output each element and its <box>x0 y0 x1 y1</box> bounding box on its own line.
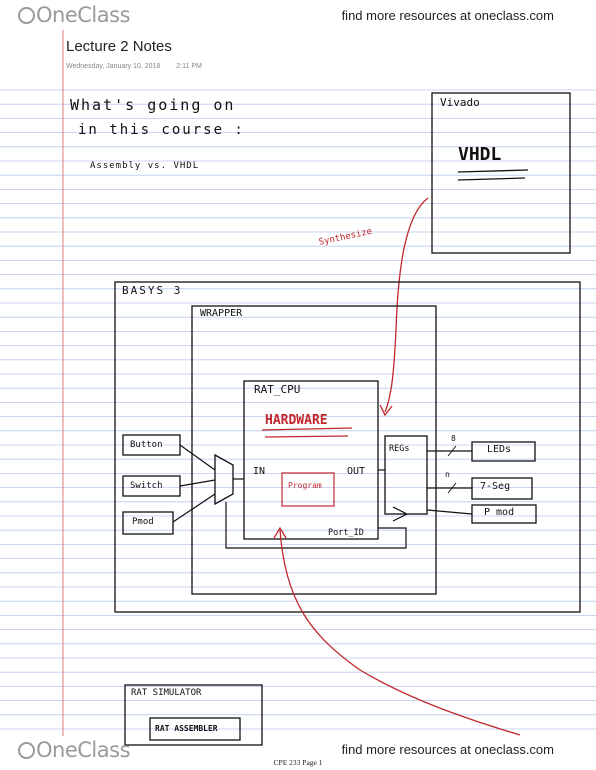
simulator-arrow <box>279 529 521 736</box>
port-id-wire <box>225 502 407 549</box>
button-wire <box>179 444 216 471</box>
out-label: OUT <box>347 466 366 477</box>
pmod-right-label: P mod <box>484 507 515 518</box>
switch-label: Switch <box>130 481 163 491</box>
pmod-left-label: Pmod <box>132 517 154 527</box>
vivado-box <box>431 92 571 254</box>
bus-width-n: n <box>445 470 450 479</box>
vhdl-label: VHDL <box>458 144 502 165</box>
oneclass-logo[interactable]: OneClass <box>18 3 131 27</box>
handwriting-line-1: What's going on <box>70 96 236 114</box>
handwriting-line-2: in this course : <box>78 122 245 138</box>
vivado-label: Vivado <box>440 96 480 109</box>
pmod-left-box <box>122 511 174 535</box>
simulator-arrowhead <box>273 526 287 539</box>
find-resources-link[interactable]: find more resources at oneclass.com <box>341 8 554 23</box>
page-title: Lecture 2 Notes <box>66 38 172 55</box>
synthesize-arrow <box>384 197 429 413</box>
rat-cpu-label: RAT_CPU <box>254 383 301 396</box>
synthesize-arrowhead <box>379 404 393 417</box>
bus-slash-1 <box>447 445 457 457</box>
note-date: Wednesday, January 10, 2018 <box>66 63 161 70</box>
footer-logo-text: OneClass <box>36 738 131 762</box>
pmod-wire <box>172 493 216 523</box>
vhdl-underline <box>457 169 529 173</box>
rat-simulator-box <box>124 684 263 746</box>
header-bar: OneClass find more resources at oneclass… <box>0 0 596 30</box>
seg-label: 7-Seg <box>480 481 511 492</box>
pmod-out-wire <box>426 509 473 515</box>
handwriting-line-3: Assembly vs. VHDL <box>90 161 200 171</box>
rat-assembler-label: RAT ASSEMBLER <box>155 724 218 733</box>
vhdl-underline-2 <box>457 177 526 181</box>
logo-circle-icon <box>18 7 35 24</box>
footer-logo-circle-icon <box>18 742 35 759</box>
program-label: Program <box>288 481 322 490</box>
in-label: IN <box>253 466 266 477</box>
bus-slash-2 <box>447 482 457 494</box>
basys-box <box>114 281 581 613</box>
hardware-underline <box>261 427 353 431</box>
note-time: 2:11 PM <box>176 63 202 70</box>
page-number: CPE 233 Page 1 <box>273 758 323 767</box>
input-mux <box>214 453 234 506</box>
regs-label: REGs <box>389 444 410 454</box>
rat-cpu-box <box>243 380 379 540</box>
leds-label: LEDs <box>487 444 512 455</box>
rat-simulator-label: RAT SIMULATOR <box>131 688 202 698</box>
rat-assembler-box <box>149 717 241 741</box>
footer-find-resources-link[interactable]: find more resources at oneclass.com <box>341 742 554 757</box>
bus-width-8: 8 <box>451 434 456 443</box>
wrapper-box <box>191 305 437 595</box>
logo-text: OneClass <box>36 3 131 27</box>
basys-label: BASYS 3 <box>122 284 183 297</box>
switch-wire <box>179 479 216 487</box>
program-box <box>281 472 335 507</box>
wrapper-label: WRAPPER <box>200 308 243 319</box>
ruled-lines <box>0 89 596 730</box>
port-id-label: Port_ID <box>328 528 364 538</box>
button-label: Button <box>130 440 163 450</box>
regs-clock <box>392 506 409 522</box>
hardware-underline-2 <box>264 435 349 438</box>
hardware-label: HARDWARE <box>265 413 328 428</box>
footer-oneclass-logo[interactable]: OneClass <box>18 738 131 762</box>
note-timestamp: Wednesday, January 10, 2018 2:11 PM <box>66 63 216 70</box>
